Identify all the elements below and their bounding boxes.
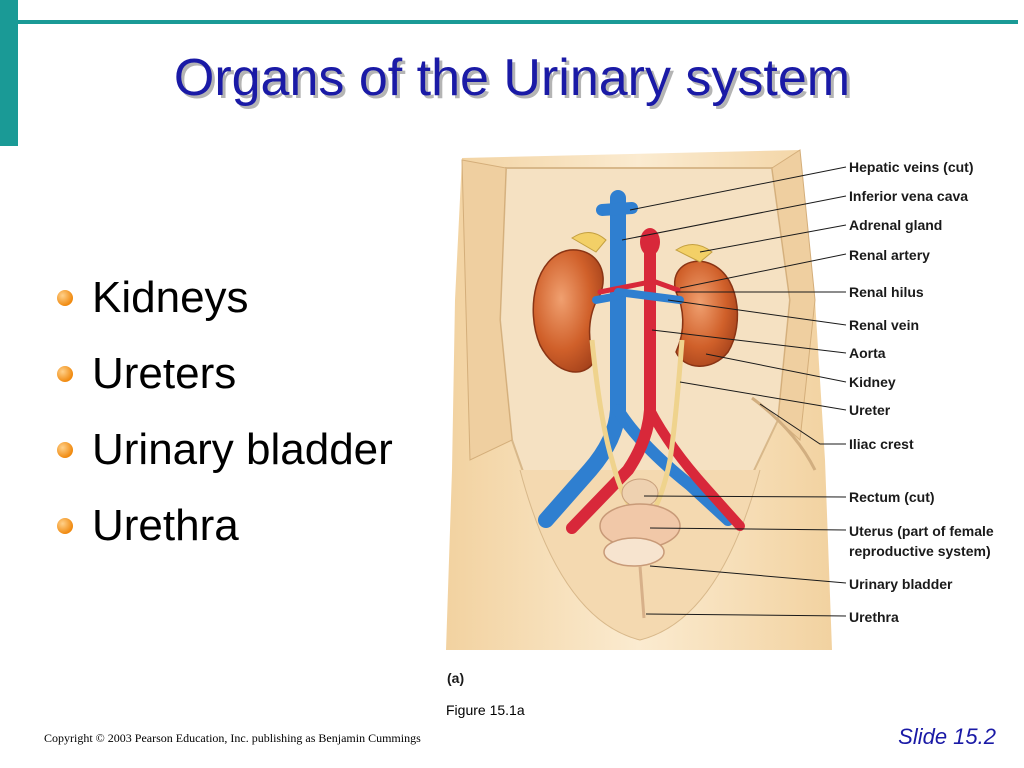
- urinary-bladder-shape: [603, 537, 665, 567]
- renal-artery-left: [597, 279, 653, 295]
- leader-line-uterus: [649, 527, 847, 531]
- bullet-item: Urinary bladder: [52, 420, 393, 496]
- leader-line-ureter: [679, 381, 847, 411]
- bullet-item: Urethra: [52, 496, 393, 572]
- leader-line-renal-artery: [679, 253, 847, 289]
- bullet-dot-icon: [57, 366, 73, 382]
- aorta-right-branch: [645, 405, 745, 531]
- accent-bar: [0, 0, 18, 146]
- label-adrenal-gland: Adrenal gland: [849, 217, 942, 233]
- side-muscle-right: [771, 149, 816, 442]
- label-aorta: Aorta: [849, 345, 886, 361]
- bullet-dot-icon: [57, 518, 73, 534]
- label-kidney: Kidney: [849, 374, 896, 390]
- bullet-dot-icon: [57, 442, 73, 458]
- aorta-arch: [640, 228, 660, 256]
- left-kidney-shape: [532, 249, 604, 373]
- renal-vein-left: [592, 292, 622, 304]
- side-muscle-left: [461, 159, 513, 461]
- label-iliac-crest: Iliac crest: [849, 436, 914, 452]
- leader-line-hepatic-veins: [629, 166, 847, 211]
- bullet-text: Ureters: [92, 349, 237, 398]
- hepatic-vein-top: [596, 202, 638, 216]
- adrenal-gland-left: [571, 232, 607, 253]
- leader-line-urethra: [645, 613, 847, 617]
- label-urinary-bladder: Urinary bladder: [849, 576, 953, 592]
- label-renal-vein: Renal vein: [849, 317, 919, 333]
- accent-line: [18, 20, 1018, 24]
- leader-line-kidney: [705, 353, 847, 383]
- bullet-dot-icon: [57, 290, 73, 306]
- figure-tag: (a): [447, 670, 464, 686]
- rectum-shape: [621, 478, 659, 508]
- bullet-list: Kidneys Ureters Urinary bladder Urethra: [52, 268, 393, 572]
- ureter-right: [645, 339, 685, 522]
- leader-line-vena-cava: [621, 195, 847, 241]
- leader-line-bladder: [649, 565, 847, 584]
- slide-title: Organs of the Urinary system: [173, 49, 851, 107]
- leader-line-aorta: [651, 329, 847, 354]
- leader-line-iliac-crest: [759, 403, 846, 445]
- leader-line-rectum: [643, 495, 847, 498]
- vena-cava-right-branch: [612, 404, 734, 526]
- slide-number: Slide 15.2: [898, 724, 996, 749]
- label-rectum: Rectum (cut): [849, 489, 935, 505]
- leader-line-renal-vein: [667, 299, 847, 326]
- label-ureter: Ureter: [849, 402, 891, 418]
- renal-artery-right: [647, 277, 681, 293]
- bullet-text: Kidneys: [92, 273, 249, 322]
- leader-lines: [621, 166, 847, 617]
- label-urethra: Urethra: [849, 609, 899, 625]
- label-hepatic-veins: Hepatic veins (cut): [849, 159, 973, 175]
- label-renal-hilus: Renal hilus: [849, 284, 924, 300]
- copyright-text: Copyright © 2003 Pearson Education, Inc.…: [44, 731, 421, 745]
- urethra-shape: [638, 565, 646, 619]
- label-uterus-line2: reproductive system): [849, 543, 991, 559]
- bullet-item: Ureters: [52, 344, 393, 420]
- bullet-item: Kidneys: [52, 268, 393, 344]
- label-uterus-line1: Uterus (part of female: [849, 523, 994, 539]
- label-inferior-vena-cava: Inferior vena cava: [849, 188, 968, 204]
- label-renal-artery: Renal artery: [849, 247, 930, 263]
- bullet-text: Urethra: [92, 501, 239, 550]
- figure-caption: Figure 15.1a: [446, 702, 525, 718]
- renal-vein-right: [614, 288, 684, 304]
- leader-line-adrenal-gland: [699, 224, 847, 253]
- adrenal-gland-right: [675, 244, 713, 263]
- bullet-text: Urinary bladder: [92, 425, 393, 474]
